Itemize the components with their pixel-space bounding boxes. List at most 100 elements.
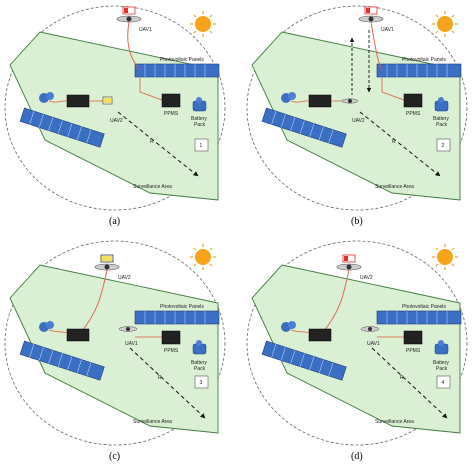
- uav1-label: UAV1: [367, 341, 380, 347]
- panel-a: UAV1 Photovoltaic Panels PPMS Battery Pa…: [4, 5, 226, 227]
- uav1-drone-icon: [118, 326, 138, 332]
- uav2-label: UAV2: [110, 118, 123, 124]
- pv-label: Photovoltaic Panels: [160, 57, 204, 63]
- uav1-drone-icon: [360, 326, 380, 332]
- pack-label: Pack: [194, 122, 206, 128]
- coverage-circle: [4, 5, 226, 211]
- step-box: [436, 375, 451, 389]
- ppms-unit: [308, 94, 332, 108]
- battery-pack-icon: [192, 97, 207, 112]
- ppms-label: PPMS: [164, 111, 179, 117]
- uav2-label: UAV2: [352, 118, 365, 124]
- step-box: [194, 375, 209, 389]
- pv-array-left: [261, 340, 347, 381]
- power-cable: [370, 21, 383, 71]
- panel-caption: (a): [109, 216, 120, 227]
- surveillance-area-label: Surveillance Area: [133, 419, 172, 425]
- uav1-label: UAV1: [125, 341, 138, 347]
- pack-label: Pack: [194, 366, 206, 372]
- battery-pack-icon: [434, 340, 449, 355]
- ppms-unit: [66, 328, 90, 342]
- uav1-drone-icon: [116, 6, 142, 23]
- uav2-label: UAV2: [118, 275, 131, 281]
- battery-pack-icon: [192, 340, 207, 355]
- step-number: 4: [442, 380, 445, 386]
- uav1-label: UAV1: [139, 27, 152, 33]
- radius-label: R: [400, 375, 404, 381]
- battery-label: Battery: [191, 360, 207, 366]
- step-box: [436, 138, 451, 152]
- pv-label: Photovoltaic Panels: [160, 304, 204, 310]
- uav2-station-icon: [102, 96, 113, 105]
- battery-pack-icon: [434, 97, 449, 112]
- pv-array-top: [134, 310, 220, 325]
- panel-caption: (c): [109, 451, 120, 462]
- radius-label: R: [158, 375, 162, 381]
- uav1-label: UAV1: [381, 27, 394, 33]
- radius-label: R: [392, 139, 396, 145]
- pv-label: Photovoltaic Panels: [402, 57, 446, 63]
- pv-label: Photovoltaic Panels: [402, 304, 446, 310]
- sun-icon: [190, 11, 216, 37]
- panel-d: UAV2 Photovoltaic Panels PPMS Battery Pa…: [246, 240, 468, 462]
- battery-pack-icon: [39, 321, 54, 332]
- uav1-drone-icon: [358, 6, 384, 23]
- coverage-circle: [246, 240, 468, 446]
- power-cable: [139, 78, 163, 101]
- ppms-unit: [161, 93, 181, 108]
- battery-label: Battery: [433, 360, 449, 366]
- pv-array-top: [376, 310, 462, 325]
- uav2-drone-icon: [94, 254, 120, 271]
- ppms-unit: [403, 330, 423, 345]
- panel-c: UAV2 Photovoltaic Panels PPMS Battery Pa…: [4, 240, 226, 462]
- power-cable: [127, 21, 141, 71]
- surveillance-area-label: Surveillance Area: [133, 184, 172, 190]
- battery-pack-icon: [281, 321, 296, 332]
- ppms-unit: [308, 328, 332, 342]
- power-cable: [321, 269, 350, 334]
- sun-icon: [432, 244, 458, 270]
- pack-label: Pack: [436, 122, 448, 128]
- step-number: 3: [200, 380, 203, 386]
- power-cable: [79, 269, 108, 334]
- radius-arrow: [359, 111, 441, 177]
- power-cable: [381, 78, 405, 101]
- sun-icon: [432, 11, 458, 37]
- sun-icon: [190, 244, 216, 270]
- pv-array-top: [134, 63, 220, 78]
- power-cable: [48, 329, 68, 334]
- coverage-circle: [246, 5, 468, 211]
- ppms-label: PPMS: [164, 348, 179, 354]
- step-number: 1: [200, 143, 203, 149]
- surveillance-area-label: Surveillance Area: [375, 184, 414, 190]
- radius-arrow: [117, 111, 199, 177]
- pv-array-left: [261, 107, 347, 148]
- surveillance-area-label: Surveillance Area: [375, 419, 414, 425]
- step-number: 2: [442, 143, 445, 149]
- power-cable: [290, 329, 310, 334]
- pv-array-left: [19, 340, 105, 381]
- surveillance-area: [251, 264, 461, 434]
- battery-label: Battery: [191, 116, 207, 122]
- uav2-drone-icon: [336, 254, 362, 271]
- uav2-drone-icon: [341, 98, 359, 104]
- step-box: [194, 138, 209, 152]
- panel-b: UAV1 Photovoltaic Panels PPMS Battery Pa…: [246, 5, 468, 227]
- pv-array-top: [376, 63, 462, 78]
- pv-array-left: [19, 107, 105, 148]
- ppms-unit: [403, 93, 423, 108]
- radius-arrow: [129, 347, 206, 419]
- ppms-unit: [161, 330, 181, 345]
- pack-label: Pack: [436, 366, 448, 372]
- panel-caption: (b): [351, 216, 363, 227]
- uav2-label: UAV2: [360, 275, 373, 281]
- battery-label: Battery: [433, 116, 449, 122]
- battery-pack-icon: [281, 92, 296, 103]
- ppms-unit: [66, 94, 90, 108]
- radius-label: R: [150, 139, 154, 145]
- panel-caption: (d): [351, 451, 363, 462]
- surveillance-area: [9, 264, 219, 434]
- power-cable: [48, 100, 105, 103]
- radius-arrow: [371, 347, 448, 419]
- ppms-label: PPMS: [406, 348, 421, 354]
